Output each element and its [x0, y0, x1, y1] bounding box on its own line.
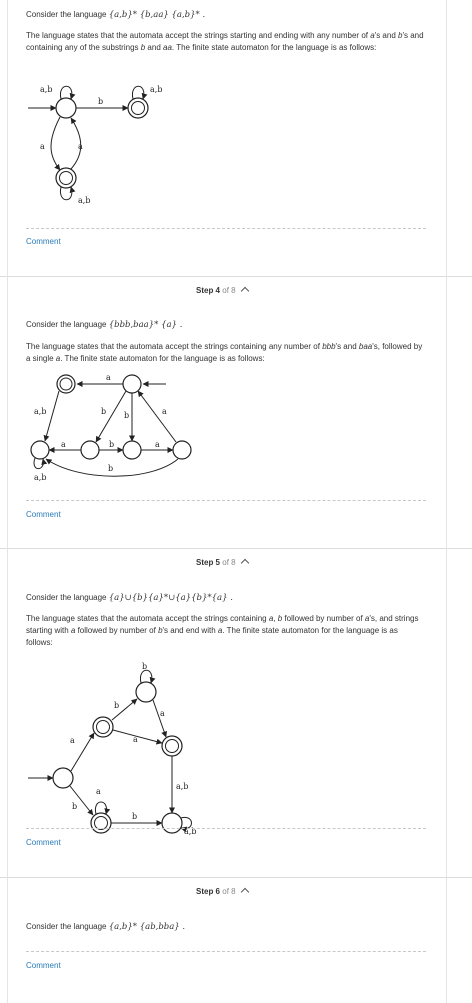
- language-statement: Consider the language {bbb,baa}* {a} .: [26, 320, 183, 330]
- edge-label: a: [70, 736, 75, 745]
- transition-edge: [111, 698, 138, 721]
- state: [161, 812, 183, 834]
- transition-edge: [45, 458, 179, 477]
- automaton-diagram-step4: a a,b b b a a b a b a,b: [30, 373, 192, 482]
- edge-label: a: [96, 787, 101, 796]
- transition-edge: [70, 732, 95, 772]
- comment-divider: [26, 828, 426, 829]
- state: [122, 440, 142, 460]
- chevron-up-icon[interactable]: [240, 558, 249, 568]
- edge-label: a: [106, 373, 111, 382]
- section-divider: [0, 877, 472, 878]
- transition-edge: [50, 116, 61, 171]
- language-expression: {a}∪{b}{a}*∪{a}{b}*{a} .: [108, 593, 233, 603]
- state-accept: [55, 167, 77, 189]
- edge-label: b: [124, 411, 129, 420]
- state-accept: [127, 97, 149, 119]
- state: [80, 440, 100, 460]
- automaton-diagram-step3: a,b b a,b a a a,b: [28, 85, 162, 205]
- edge-label: b: [109, 440, 114, 449]
- edge-label: b: [98, 97, 103, 106]
- edge-label: b: [142, 662, 147, 671]
- language-statement: Consider the language {a,b}* {ab,bba} .: [26, 922, 186, 932]
- language-expression: {a,b}* {ab,bba} .: [108, 922, 186, 932]
- comment-divider: [26, 951, 426, 952]
- edge-label: a: [155, 440, 160, 449]
- edge-label: a,b: [34, 407, 46, 416]
- chevron-up-icon[interactable]: [240, 286, 249, 296]
- comment-link[interactable]: Comment: [26, 237, 61, 246]
- language-description: The language states that the automata ac…: [26, 31, 424, 52]
- loop-edge: [131, 85, 148, 100]
- transition-edge: [69, 785, 94, 816]
- language-description: The language states that the automata ac…: [26, 342, 423, 363]
- loop-edge: [33, 457, 48, 470]
- comment-link[interactable]: Comment: [26, 510, 61, 519]
- edge-label: a: [162, 407, 167, 416]
- transition-edge: [70, 117, 82, 170]
- step-header[interactable]: Step 4 of 8: [196, 286, 249, 296]
- edge-label: a,b: [78, 196, 90, 205]
- state-start: [52, 767, 74, 789]
- transition-edge: [152, 699, 168, 738]
- edge-label: a,b: [176, 782, 188, 791]
- transition-edge: [43, 390, 60, 442]
- loop-edge: [59, 186, 76, 201]
- edge-label: b: [101, 407, 106, 416]
- loop-edge: [94, 801, 111, 815]
- edge-label: a,b: [34, 473, 46, 482]
- language-statement: Consider the language {a}∪{b}{a}*∪{a}{b}…: [26, 593, 233, 603]
- edge-label: a: [61, 440, 66, 449]
- card-edge: [7, 0, 8, 1003]
- edge-label: a: [40, 142, 45, 151]
- transition-edge: [112, 729, 163, 745]
- loop-edge: [139, 669, 156, 684]
- edge-label: a: [160, 709, 165, 718]
- edge-label: a,b: [150, 85, 162, 94]
- edge-label: a,b: [40, 85, 52, 94]
- edge-label: a: [78, 142, 83, 151]
- language-statement: Consider the language {a,b}* {b,aa} {a,b…: [26, 10, 206, 20]
- comment-divider: [26, 500, 426, 501]
- transition-edge: [95, 390, 127, 443]
- language-expression: {a,b}* {b,aa} {a,b}* .: [108, 10, 206, 20]
- state-accept: [92, 716, 114, 738]
- edge-label: b: [114, 701, 119, 710]
- edge-label: a,b: [184, 827, 196, 836]
- step-header[interactable]: Step 5 of 8: [196, 558, 249, 568]
- state-start: [122, 374, 142, 394]
- edge-label: b: [132, 812, 137, 821]
- language-description: The language states that the automata ac…: [26, 614, 419, 647]
- loop-edge: [59, 85, 76, 100]
- edge-label: b: [108, 464, 113, 473]
- automaton-diagram-step5: b a b a a b a b a,b a,b: [28, 662, 196, 836]
- chevron-up-icon[interactable]: [240, 887, 249, 897]
- section-divider: [0, 548, 472, 549]
- comment-link[interactable]: Comment: [26, 838, 61, 847]
- state: [172, 440, 192, 460]
- state: [30, 440, 50, 460]
- comment-divider: [26, 228, 426, 229]
- card-edge: [446, 0, 447, 1003]
- state: [135, 681, 157, 703]
- transition-edge: [137, 390, 177, 443]
- step-header[interactable]: Step 6 of 8: [196, 887, 249, 897]
- section-divider: [0, 276, 472, 277]
- state-start: [55, 97, 77, 119]
- language-expression: {bbb,baa}* {a} .: [108, 320, 183, 330]
- edge-label: a: [133, 735, 138, 744]
- edge-label: b: [72, 802, 77, 811]
- comment-link[interactable]: Comment: [26, 961, 61, 970]
